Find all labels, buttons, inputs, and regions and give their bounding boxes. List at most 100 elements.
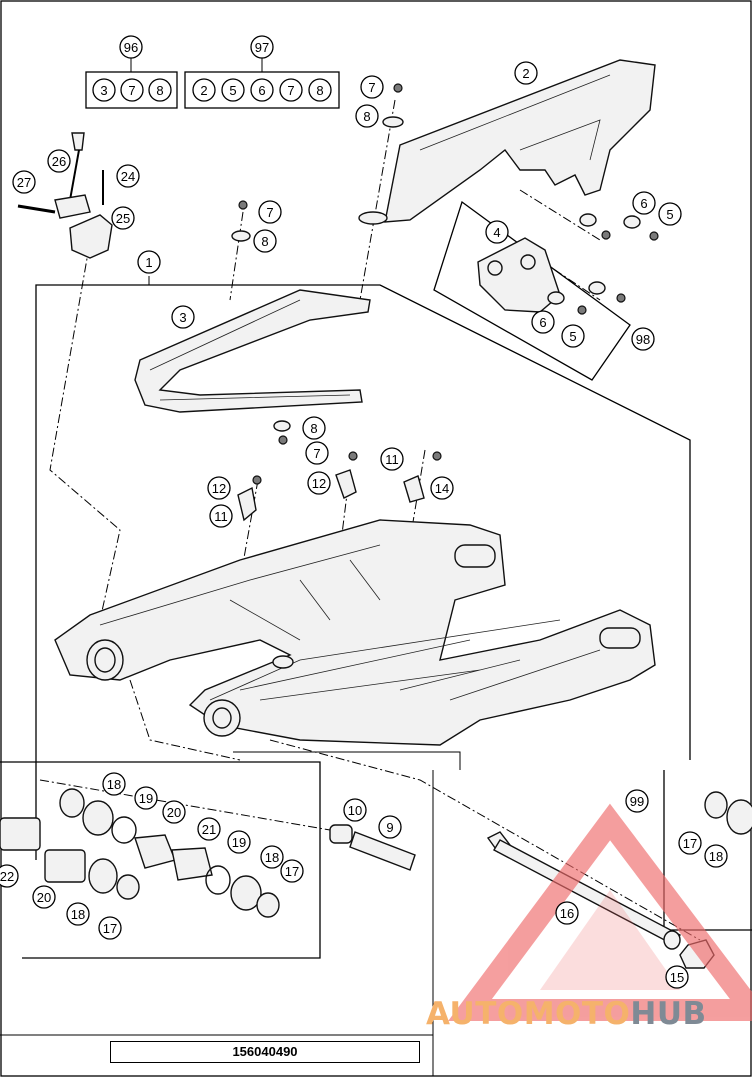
callout-number: 17 xyxy=(683,836,697,851)
callout-number: 12 xyxy=(312,476,326,491)
callout-number: 16 xyxy=(560,906,574,921)
kit-96-part-7: 7 xyxy=(120,78,144,102)
kit-97-part-6: 6 xyxy=(250,78,274,102)
callout-number: 18 xyxy=(709,849,723,864)
callout-number: 2 xyxy=(522,66,529,81)
callout-part-20: 20 xyxy=(162,800,186,824)
callout-number: 1 xyxy=(145,255,152,270)
chain-guard-part-2 xyxy=(384,59,656,223)
kit-96-part-8: 8 xyxy=(148,78,172,102)
callout-number: 18 xyxy=(107,777,121,792)
callout-part-10: 10 xyxy=(343,798,367,822)
callout-number: 19 xyxy=(139,791,153,806)
callout-number: 17 xyxy=(285,864,299,879)
callout-part-16: 16 xyxy=(555,901,579,925)
callout-part-99: 99 xyxy=(625,789,649,813)
callout-part-3: 3 xyxy=(171,305,195,329)
callout-part-11: 11 xyxy=(209,504,233,528)
callout-part-24: 24 xyxy=(116,164,140,188)
document-code-box: 156040490 xyxy=(110,1041,420,1063)
callout-part-12: 12 xyxy=(207,476,231,500)
kit-96-part-3: 3 xyxy=(92,78,116,102)
kit-97-part-2: 2 xyxy=(192,78,216,102)
callout-number: 3 xyxy=(179,310,186,325)
callout-number: 10 xyxy=(348,803,362,818)
callout-number: 7 xyxy=(287,83,294,98)
callout-number: 21 xyxy=(202,822,216,837)
callout-number: 99 xyxy=(630,794,644,809)
callout-kit-96: 96 xyxy=(119,35,143,59)
callout-number: 6 xyxy=(640,196,647,211)
kit-97-part-7: 7 xyxy=(279,78,303,102)
chain-slider-part-3 xyxy=(134,289,371,413)
callout-number: 17 xyxy=(103,921,117,936)
callout-part-25: 25 xyxy=(111,206,135,230)
callout-part-18: 18 xyxy=(260,845,284,869)
callout-part-1: 1 xyxy=(137,250,161,274)
callout-part-26: 26 xyxy=(47,149,71,173)
callout-part-8: 8 xyxy=(355,104,379,128)
callout-number: 8 xyxy=(363,109,370,124)
callout-part-18: 18 xyxy=(704,844,728,868)
callout-number: 20 xyxy=(37,890,51,905)
callout-number: 7 xyxy=(368,80,375,95)
watermark-triangle-logo xyxy=(448,803,752,1021)
callout-number: 96 xyxy=(124,40,138,55)
callout-number: 25 xyxy=(116,211,130,226)
chain-guide-part-4 xyxy=(477,237,561,313)
callout-number: 26 xyxy=(52,154,66,169)
callout-part-12: 12 xyxy=(307,471,331,495)
callout-number: 97 xyxy=(255,40,269,55)
callout-number: 6 xyxy=(258,83,265,98)
callout-number: 11 xyxy=(385,452,399,467)
callout-number: 5 xyxy=(229,83,236,98)
sensor-holder-part-25 xyxy=(69,214,113,259)
callout-part-20: 20 xyxy=(32,885,56,909)
callout-part-98: 98 xyxy=(631,327,655,351)
callout-part-9: 9 xyxy=(378,815,402,839)
callout-number: 5 xyxy=(666,207,673,222)
callout-number: 14 xyxy=(435,481,449,496)
callout-part-17: 17 xyxy=(678,831,702,855)
callout-number: 7 xyxy=(266,205,273,220)
callout-part-17: 17 xyxy=(280,859,304,883)
callout-number: 19 xyxy=(232,835,246,850)
callout-part-7: 7 xyxy=(305,441,329,465)
callout-part-19: 19 xyxy=(134,786,158,810)
callout-part-11: 11 xyxy=(380,447,404,471)
callout-number: 8 xyxy=(310,421,317,436)
callout-part-18: 18 xyxy=(66,902,90,926)
kit-frame-98 xyxy=(433,200,631,381)
callout-number: 5 xyxy=(569,329,576,344)
main-assembly-frame xyxy=(35,284,691,860)
callout-part-6: 6 xyxy=(531,310,555,334)
callout-number: 11 xyxy=(214,509,228,524)
callout-number: 9 xyxy=(386,820,393,835)
callout-number: 12 xyxy=(212,481,226,496)
callout-number: 7 xyxy=(128,83,135,98)
callout-part-5: 5 xyxy=(658,202,682,226)
callout-number: 4 xyxy=(493,225,500,240)
callout-number: 27 xyxy=(17,175,31,190)
callout-number: 18 xyxy=(265,850,279,865)
callout-number: 8 xyxy=(156,83,163,98)
callout-number: 3 xyxy=(100,83,107,98)
callout-number: 6 xyxy=(539,315,546,330)
callout-number: 18 xyxy=(71,907,85,922)
callout-part-8: 8 xyxy=(253,229,277,253)
kit-97-part-5: 5 xyxy=(221,78,245,102)
callout-part-27: 27 xyxy=(12,170,36,194)
callout-part-14: 14 xyxy=(430,476,454,500)
watermark-wordmark: AUTOMOTOHUB xyxy=(426,996,707,1032)
callout-part-17: 17 xyxy=(98,916,122,940)
callout-number: 20 xyxy=(167,805,181,820)
callout-number: 15 xyxy=(670,970,684,985)
kit-97-part-8: 8 xyxy=(308,78,332,102)
callout-part-22: 22 xyxy=(0,864,19,888)
swingarm-part-1 xyxy=(54,519,656,746)
callout-part-2: 2 xyxy=(514,61,538,85)
callout-number: 24 xyxy=(121,169,135,184)
callout-part-5: 5 xyxy=(561,324,585,348)
callout-number: 98 xyxy=(636,332,650,347)
